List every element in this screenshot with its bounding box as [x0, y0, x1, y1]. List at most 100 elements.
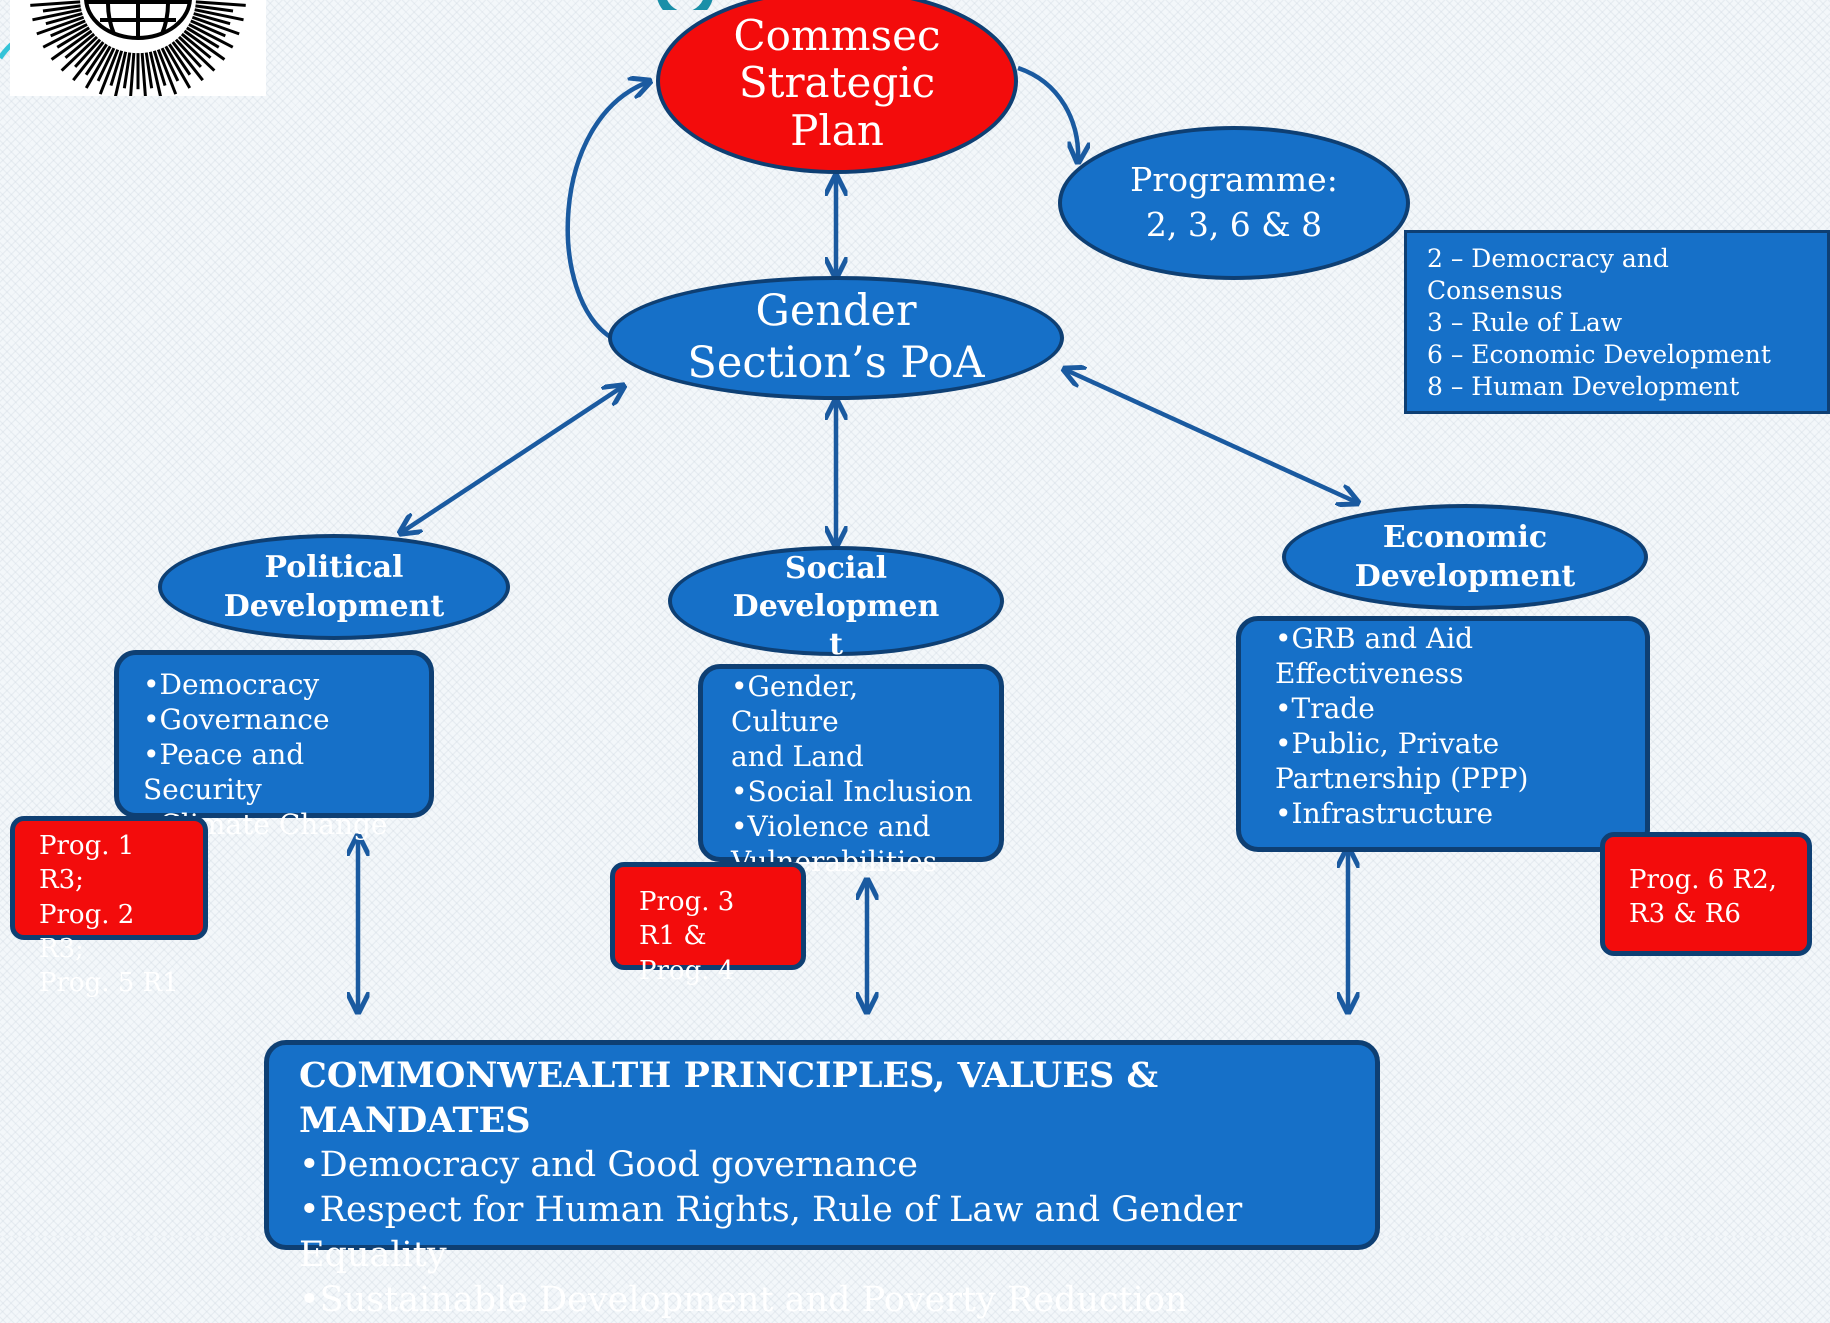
logo-ray — [144, 52, 154, 89]
logo-ray — [84, 43, 108, 76]
political-development-node: Political Development — [158, 534, 510, 640]
economic-item: •GRB and Aid — [1275, 622, 1474, 655]
logo-ray — [188, 23, 234, 49]
principles-item: •Democracy and Good governance — [299, 1145, 918, 1185]
programme-line-2: 2, 3, 6 & 8 — [1145, 205, 1323, 244]
logo-ray — [36, 15, 85, 36]
logo-ray — [177, 35, 216, 72]
commonwealth-principles-box: COMMONWEALTH PRINCIPLES, VALUES & MANDAT… — [264, 1040, 1380, 1320]
logo-ray — [64, 32, 96, 59]
economic-development-node: Economic Development — [1282, 504, 1648, 610]
logo-ray — [42, 4, 81, 13]
logo-ray — [193, 12, 231, 26]
logo-ray — [186, 26, 220, 49]
social-item: •Social Inclusion — [731, 775, 973, 808]
logo-ray — [195, 0, 246, 7]
gender-section-poa-node: Gender Section’s PoA — [608, 276, 1064, 400]
arrow-poa-political — [402, 387, 622, 532]
principles-heading: COMMONWEALTH PRINCIPLES, VALUES & MANDAT… — [299, 1055, 1159, 1141]
principles-item: •Sustainable Development and Poverty Red… — [299, 1280, 1188, 1320]
principles-item: •Respect for Human Rights, Rule of Law a… — [299, 1190, 1243, 1275]
arrow-poa-economic — [1066, 370, 1356, 502]
social-development-node: Social Developmen t — [668, 546, 1004, 662]
legend-item: 3 – Rule of Law — [1427, 308, 1623, 337]
logo-ray — [152, 50, 167, 86]
logo-ray — [191, 15, 240, 36]
plan-line-2: Strategic — [738, 58, 936, 108]
programme-node: Programme: 2, 3, 6 & 8 — [1058, 126, 1410, 280]
economic-title-1: Economic — [1382, 520, 1548, 555]
logo-ray — [50, 19, 86, 38]
social-title-2: Developmen — [732, 589, 940, 625]
social-title-3: t — [829, 627, 843, 663]
logo-ray — [140, 52, 147, 96]
social-topics-box: •Gender, Culture and Land •Social Inclus… — [698, 664, 1004, 878]
social-title-1: Social — [784, 551, 888, 586]
political-item: •Governance — [143, 703, 330, 736]
arrow-plan-to-programme — [1017, 65, 1078, 160]
programme-line-1: Programme: — [1130, 160, 1338, 200]
social-item: •Gender, Culture — [731, 670, 859, 738]
logo-ray — [84, 45, 112, 89]
logo-ray — [129, 52, 136, 96]
logo-ray — [98, 49, 120, 95]
political-title-2: Development — [223, 589, 445, 624]
political-prog-line: Prog. 5 R1 — [39, 968, 179, 999]
logo-ray — [174, 38, 202, 68]
economic-item: Partnership (PPP) — [1275, 762, 1529, 795]
logo-ray — [194, 8, 244, 22]
logo-ray — [171, 41, 204, 82]
logo-ray — [72, 41, 105, 82]
economic-item: •Infrastructure — [1275, 797, 1494, 830]
logo-ray — [32, 8, 82, 22]
logo-ray — [42, 23, 88, 49]
poa-line-2: Section’s PoA — [687, 338, 985, 388]
logo-ray — [183, 29, 226, 61]
programme-legend: 2 – Democracy and Consensus 3 – Rule of … — [1404, 230, 1830, 414]
economic-topics-box: •GRB and Aid Effectiveness •Trade •Publi… — [1236, 616, 1650, 852]
logo-ray — [114, 51, 128, 96]
social-item: •Violence and — [731, 810, 931, 843]
political-prog-line: Prog. 1 R3; — [39, 831, 135, 896]
social-prog-line: Prog. 4 — [639, 955, 735, 986]
economic-prog-line: Prog. 6 R2, — [1629, 865, 1777, 895]
plan-line-3: Plan — [790, 105, 884, 155]
plan-line-1: Commsec — [733, 11, 941, 61]
logo-ray — [60, 35, 99, 72]
logo-ray — [96, 47, 116, 82]
political-title-1: Political — [264, 550, 404, 585]
economic-prog-box: Prog. 6 R2, R3 & R6 — [1600, 832, 1812, 956]
political-topics-box: •Democracy •Governance •Peace and Securi… — [114, 650, 434, 841]
logo-ray — [164, 45, 192, 89]
economic-item: •Trade — [1275, 692, 1375, 725]
commsec-strategic-plan-node: Commsec Strategic Plan — [656, 0, 1018, 174]
commonwealth-logo — [10, 0, 266, 96]
political-item: •Democracy — [143, 668, 320, 701]
logo-ray — [180, 32, 212, 59]
logo-ray — [45, 12, 83, 26]
logo-ray — [50, 29, 93, 61]
political-prog-line: Prog. 2 R3; — [39, 899, 135, 964]
logo-ray — [148, 51, 162, 96]
arrow-poa-to-plan — [565, 82, 648, 340]
legend-item: 2 – Democracy and Consensus — [1427, 244, 1669, 305]
economic-prog-line: R3 & R6 — [1629, 899, 1741, 930]
social-prog-line: Prog. 3 R1 & — [639, 887, 735, 952]
logo-ray — [195, 4, 234, 13]
logo-ray — [168, 43, 192, 76]
economic-item: Effectiveness — [1275, 657, 1464, 690]
economic-item: •Public, Private — [1275, 727, 1500, 760]
logo-ray — [160, 47, 180, 82]
connector-arrows — [0, 65, 1830, 1236]
logo-ray — [190, 19, 226, 38]
poa-line-1: Gender — [755, 286, 917, 337]
logo-ray — [74, 38, 102, 68]
logo-ray — [30, 0, 81, 7]
logo-ray — [122, 52, 132, 89]
social-prog-box: Prog. 3 R1 & Prog. 4 — [610, 862, 806, 986]
logo-ray — [56, 26, 90, 49]
legend-item: 6 – Economic Development — [1427, 340, 1771, 369]
social-item: and Land — [731, 740, 864, 773]
political-item: •Peace and Security — [143, 738, 305, 806]
economic-title-2: Development — [1354, 559, 1576, 594]
